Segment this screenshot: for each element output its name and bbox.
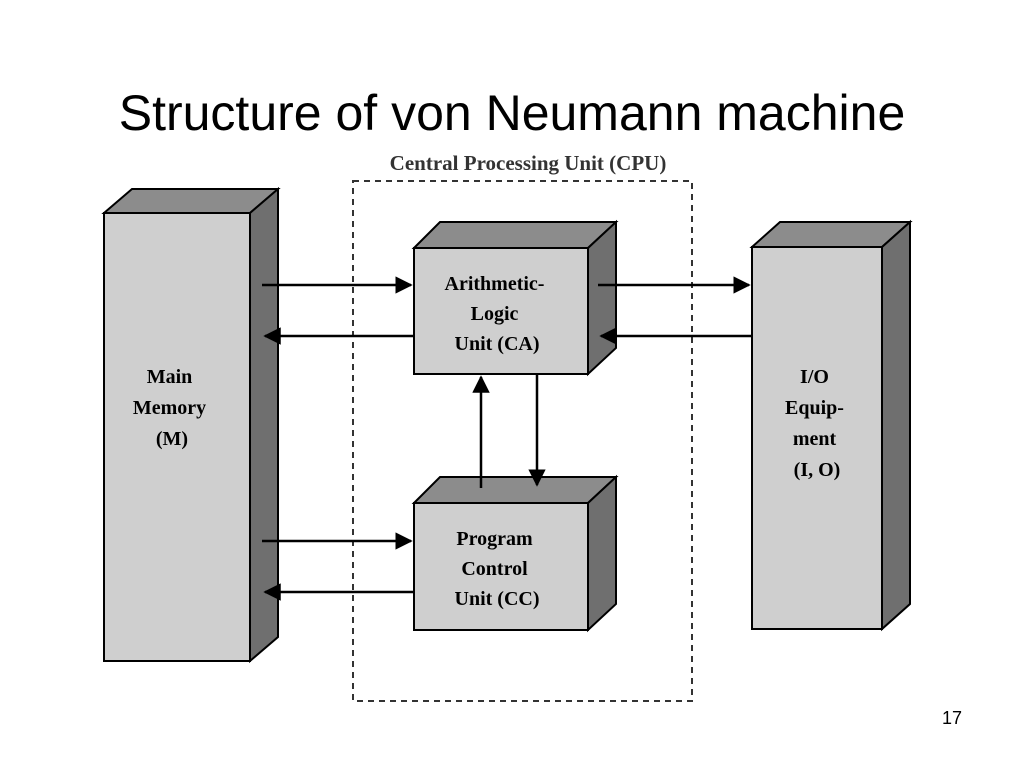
io-label: I/O Equip- ment (I, O): [785, 366, 849, 481]
slide-title: Structure of von Neumann machine: [118, 85, 906, 141]
io-label-line: I/O: [800, 366, 829, 388]
main-memory-label-line: (M): [156, 428, 188, 450]
main-memory-side-face: [249, 186, 279, 664]
io-label-line: ment: [793, 428, 837, 450]
io-label-line: (I, O): [794, 459, 841, 481]
pcu-label-line: Unit (CC): [455, 588, 540, 610]
main-memory-front-face: [103, 212, 251, 662]
alu-block: Arithmetic- Logic Unit (CA): [411, 219, 619, 377]
alu-label-line: Arithmetic-: [445, 273, 545, 295]
main-memory-top-face: [101, 188, 281, 214]
cpu-boundary: [352, 180, 693, 702]
main-memory-label-line: Main: [147, 366, 193, 388]
alu-side-face: [587, 219, 617, 377]
program-control-unit-block: Program Control Unit (CC): [411, 474, 619, 633]
alu-front-face: [413, 247, 589, 375]
io-side-face: [881, 219, 911, 632]
alu-label: Arithmetic- Logic Unit (CA): [445, 273, 550, 355]
io-label-line: Equip-: [785, 397, 844, 419]
io-front-face: [751, 246, 883, 630]
cpu-label: Central Processing Unit (CPU): [390, 151, 667, 175]
pcu-label-line: Program: [456, 528, 533, 550]
io-equipment-block: I/O Equip- ment (I, O): [749, 219, 913, 632]
main-memory-label-line: Memory: [133, 397, 206, 419]
pcu-label-line: Control: [461, 558, 528, 580]
alu-top-face: [411, 221, 619, 249]
pcu-side-face: [587, 474, 617, 633]
pcu-label: Program Control Unit (CC): [455, 528, 540, 610]
main-memory-block: Main Memory (M): [101, 186, 281, 664]
pcu-front-face: [413, 502, 589, 631]
alu-label-line: Logic: [471, 303, 519, 325]
pcu-top-face: [411, 476, 619, 504]
main-memory-label: Main Memory (M): [133, 366, 211, 450]
alu-label-line: Unit (CA): [455, 333, 540, 355]
page-number: 17: [941, 708, 962, 728]
